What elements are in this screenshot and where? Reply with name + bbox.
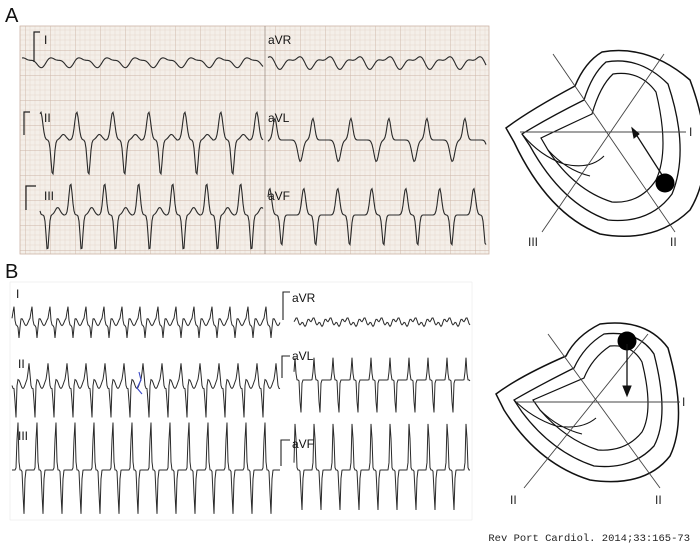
panel-a-heart-inner-wall — [540, 72, 664, 203]
panel-a-lead-i: I — [44, 33, 47, 47]
panel-a-trace-avf — [267, 187, 487, 247]
panel-b-lead-avf: aVF — [292, 437, 314, 451]
panel-b-arrow-head-icon — [622, 385, 632, 398]
panel-b-heart-septum — [513, 399, 597, 435]
panel-b: B I II III aVR aVL aVF I II — [5, 261, 685, 521]
panel-a-trace-iii — [39, 183, 264, 250]
panel-b-axis-label-ii: II — [655, 493, 662, 507]
panel-a-heart-schematic: I II III — [505, 49, 700, 249]
panel-a-trace-avr — [267, 56, 487, 70]
panel-b-origin-dot — [617, 331, 637, 351]
panel-a-lead-avr: aVR — [268, 33, 292, 47]
panel-b-lead-avr: aVR — [292, 291, 316, 305]
panel-a-axis-ii-line — [552, 53, 676, 233]
panel-b-axis-label-i: I — [682, 395, 685, 409]
panel-b-trace-ii — [11, 363, 281, 418]
panel-b-lead-iii: III — [18, 429, 28, 443]
panel-b-heart-inner-wall — [532, 345, 649, 451]
panel-b-lead-ii: II — [18, 357, 25, 371]
panel-a-heart-septum — [521, 133, 605, 177]
panel-b-trace-avr — [293, 317, 471, 328]
panel-b-letter: B — [5, 261, 18, 283]
panel-b-trace-avf — [293, 423, 470, 511]
panel-a-trace-avl — [267, 116, 487, 163]
panel-a-axis-label-iii: III — [528, 235, 538, 249]
panel-a-letter: A — [5, 5, 19, 27]
panel-a-lead-avf: aVF — [268, 189, 290, 203]
panel-a: A I II III aVR aVL aVF I II — [5, 5, 700, 255]
panel-b-lead-avl: aVL — [292, 349, 314, 363]
panel-b-heart-schematic: I II II — [495, 322, 685, 507]
panel-a-lead-avl: aVL — [268, 111, 290, 125]
panel-b-trace-iii — [12, 422, 280, 514]
panel-a-lead-ii: II — [44, 111, 51, 125]
panel-b-trace-avl — [293, 357, 471, 413]
panel-a-trace-i — [21, 57, 264, 69]
panel-a-origin-dot — [655, 173, 675, 193]
panel-b-axis-label-ii-alt: II — [510, 493, 517, 507]
panel-a-arrow-head-icon — [631, 126, 640, 139]
panel-a-calibration-marks — [23, 31, 40, 210]
panel-a-axis-label-i: I — [689, 125, 692, 139]
panel-b-heart-middle-wall — [513, 332, 663, 468]
panel-b-lead-i: I — [16, 287, 19, 301]
panel-a-lead-iii: III — [44, 189, 54, 203]
panel-a-heart-middle-wall — [521, 60, 681, 222]
panel-a-trace-ii — [39, 110, 264, 176]
panel-a-axis-iii-line — [541, 53, 665, 233]
panel-b-axis-ii-line — [547, 333, 661, 489]
panel-b-artifact-mark — [136, 371, 143, 395]
panel-b-calibration-marks — [280, 291, 290, 466]
panel-a-axis-label-ii: II — [670, 235, 677, 249]
panel-b-trace-i — [11, 306, 281, 338]
citation-text: Rev Port Cardiol. 2014;33:165-73 — [488, 533, 690, 545]
panel-a-activation-arrow — [631, 127, 665, 179]
